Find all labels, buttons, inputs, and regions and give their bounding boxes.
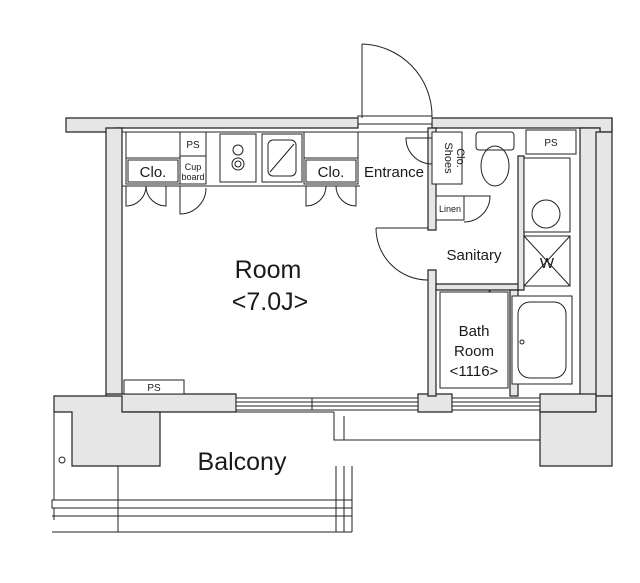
ps-top-left-label: PS (186, 140, 200, 151)
ps-top-right (525, 129, 577, 155)
entrance-door (357, 43, 463, 185)
linen-shelf (435, 195, 465, 221)
windows (235, 397, 541, 411)
sanitary-label: Sanitary (446, 247, 502, 264)
ps-bottom (123, 379, 185, 395)
bath-label-2: Room (454, 343, 494, 360)
bath-size-label: <1116> (450, 363, 499, 380)
closet-doors (125, 185, 357, 215)
ps-top-right-label: PS (544, 138, 558, 149)
linen-label: Linen (439, 204, 461, 214)
shoes-closet (431, 131, 463, 185)
bath-room-box (439, 291, 509, 389)
cupboard (179, 155, 207, 185)
shoes-closet-label-2: Clo. (454, 148, 466, 168)
room-door (375, 227, 429, 281)
balcony-label: Balcony (198, 448, 287, 476)
cupboard-label-2: board (181, 172, 204, 182)
drain-icon (58, 456, 66, 464)
room-size-label: <7.0J> (232, 288, 308, 316)
labels: Clo. PS Cup board Clo. Entrance Shoes Cl… (140, 138, 558, 476)
bath-fixtures (439, 291, 573, 389)
closet-right-label: Clo. (318, 164, 345, 181)
cupboard-label-1: Cup (185, 162, 202, 172)
balcony-area (51, 411, 541, 533)
toilet (475, 131, 515, 151)
shoes-closet-label-1: Shoes (442, 142, 454, 174)
closet-left-label: Clo. (140, 164, 167, 181)
closet-left (127, 159, 179, 183)
washer-label: W (540, 255, 555, 272)
basin-counter (523, 157, 571, 233)
room-label: Room (235, 256, 302, 284)
bath-label-1: Bath (459, 323, 490, 340)
exterior-walls (53, 117, 613, 467)
stove (219, 133, 257, 183)
sanitary-fixtures (435, 129, 577, 319)
entrance-label: Entrance (364, 164, 424, 181)
top-fixtures (122, 131, 428, 187)
closet-right (305, 159, 357, 183)
ps-bottom-label: PS (147, 383, 161, 394)
